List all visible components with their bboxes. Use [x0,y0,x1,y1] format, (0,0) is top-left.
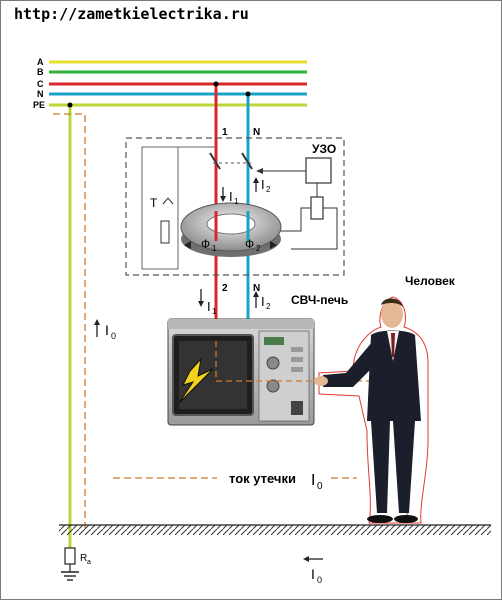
lightning-bolt-icon [178,357,214,404]
load-current-2-arrow-icon [253,291,259,297]
earth-resistor [64,547,76,565]
person-jacket [367,330,421,421]
terminal-neutral-top: N [253,127,260,138]
oven-button-2 [291,357,303,362]
load-current-2-sub: 2 [266,302,271,311]
pe-junction-dot [67,102,73,108]
current-2-sub: 2 [266,185,271,194]
current-2-arrow-icon [253,177,259,183]
phase-contact [209,152,221,170]
leak-label: ток утечки [229,471,296,486]
oven-door-handle [291,401,303,415]
neutral-junction-dot [245,91,251,97]
terminal-neutral-bottom: N [253,283,260,294]
oven-button-3 [291,367,303,372]
oven-dial-bottom [266,379,280,393]
bus-label-a: A [37,57,44,67]
terminal-phase-bottom: 2 [222,283,228,294]
current-2-symbol: I [261,177,265,192]
person-label: Человек [405,274,456,288]
load-current-1-sub: 1 [212,307,217,316]
relay-sense-wire [269,207,338,250]
current-1-arrow-icon [220,196,226,202]
rcd-enclosure [125,137,345,276]
test-circuit-wire [141,146,179,270]
person-leg-left [371,421,390,513]
test-resistor [160,220,170,244]
load-current-2-symbol: I [261,294,265,309]
toroid-hole [206,213,256,235]
relay-coil [310,196,324,220]
person-shoe-right [394,515,418,523]
person-arm [323,341,381,387]
oven-button-1 [291,347,303,352]
microwave-oven [167,318,315,426]
flux-2-arrow-icon [270,241,277,249]
flux-1-sub: 1 [212,244,217,253]
leak-symbol: I [311,472,315,489]
terminal-phase-top: 1 [222,127,228,138]
person-figure [314,296,429,524]
person-leg-right [393,421,415,513]
bus-label-pe: PE [33,100,45,110]
ground-resistor-sub: a [87,559,91,566]
bus-label-n: N [37,89,44,99]
person-head [381,300,403,328]
leak-sub: 0 [317,481,323,492]
pe-current-arrow-icon [94,319,100,325]
load-current-1-arrow-icon [198,301,204,307]
neutral-contact [241,152,253,170]
ground-current-arrow-icon [303,556,309,562]
source-url: http://zametkielectrika.ru [14,5,249,23]
oven-dial-top [266,356,280,370]
bus-label-c: C [37,79,44,89]
oven-display [264,337,284,345]
flux-2-sub: 2 [256,244,261,253]
person-shoe-left [367,515,393,523]
flux-2-symbol: Ф [245,237,254,251]
bus-label-b: B [37,67,44,77]
flux-1-arrow-icon [184,241,191,249]
current-1-symbol: I [229,189,233,204]
leakage-path-pe [53,113,86,533]
phase-junction-dot [213,81,219,87]
test-button-icon [162,197,174,205]
trip-arrow-icon [256,168,263,174]
flux-1-symbol: Ф [201,237,210,251]
ground-current-symbol: I [311,566,315,582]
rcd-label: УЗО [312,142,336,156]
ground-hatching [59,525,491,535]
relay-box [305,157,332,184]
person-hand [314,376,328,386]
current-1-sub: 1 [234,197,239,206]
ground-resistor-label: R [80,553,87,564]
ground-current-sub: 0 [317,575,322,585]
test-button-label: T [150,196,158,210]
person-hair [381,298,403,307]
pe-current-sub: 0 [111,331,116,341]
pe-current-symbol: I [105,322,109,338]
appliance-label: СВЧ-печь [291,293,348,307]
person-tie [391,333,395,357]
load-current-1-symbol: I [207,299,211,314]
